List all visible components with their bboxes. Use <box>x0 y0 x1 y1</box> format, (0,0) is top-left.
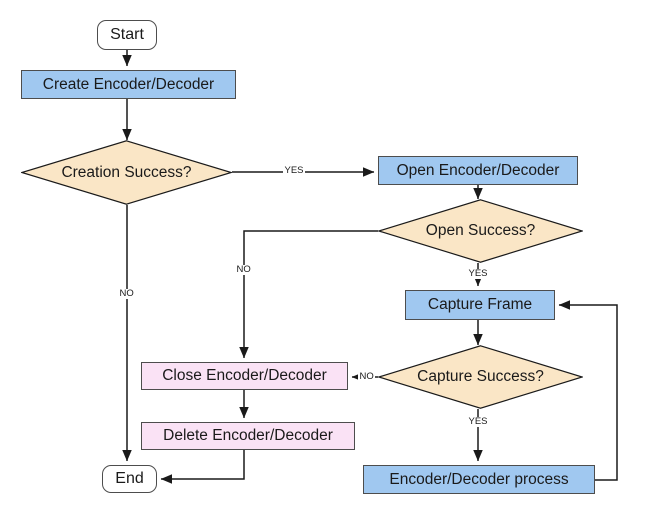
node-start[interactable]: Start <box>97 20 157 50</box>
node-capture-success-label: Capture Success? <box>417 368 544 386</box>
edge-delete-to-end <box>160 450 245 484</box>
node-process-label: Encoder/Decoder process <box>389 470 569 488</box>
node-create-encoder-decoder[interactable]: Create Encoder/Decoder <box>21 70 236 99</box>
node-start-label: Start <box>110 26 144 43</box>
node-close-label: Close Encoder/Decoder <box>162 367 327 385</box>
edge-label-creation-no: NO <box>118 288 136 299</box>
edge-label-capture-yes: YES <box>467 416 490 427</box>
node-delete-label: Delete Encoder/Decoder <box>163 427 333 445</box>
node-close-encoder-decoder[interactable]: Close Encoder/Decoder <box>141 362 348 390</box>
edge-label-capture-no: NO <box>358 371 376 382</box>
node-capture-frame[interactable]: Capture Frame <box>405 290 555 320</box>
edge-label-open-yes: YES <box>467 268 490 279</box>
node-delete-encoder-decoder[interactable]: Delete Encoder/Decoder <box>141 422 355 450</box>
node-encoder-decoder-process[interactable]: Encoder/Decoder process <box>363 465 595 494</box>
node-open-success-label: Open Success? <box>425 222 536 240</box>
node-capture-success[interactable]: Capture Success? <box>378 345 583 409</box>
edge-opensuccess-no-to-close <box>239 230 378 359</box>
node-creation-success-label: Creation Success? <box>61 163 192 181</box>
node-end[interactable]: End <box>102 465 157 493</box>
capture-success-diamond-shape <box>378 345 583 409</box>
creation-success-diamond-shape <box>21 140 232 205</box>
node-open-label: Open Encoder/Decoder <box>396 161 560 179</box>
node-end-label: End <box>115 470 144 487</box>
edge-label-open-no: NO <box>235 264 253 275</box>
node-open-encoder-decoder[interactable]: Open Encoder/Decoder <box>378 156 578 185</box>
node-capture-frame-label: Capture Frame <box>427 296 533 314</box>
edge-process-loop-to-capture <box>558 300 618 481</box>
open-success-diamond-shape <box>378 199 583 263</box>
node-create-label: Create Encoder/Decoder <box>42 75 215 93</box>
node-open-success[interactable]: Open Success? <box>378 199 583 263</box>
edge-label-creation-yes: YES <box>283 165 306 176</box>
node-creation-success[interactable]: Creation Success? <box>21 140 232 205</box>
